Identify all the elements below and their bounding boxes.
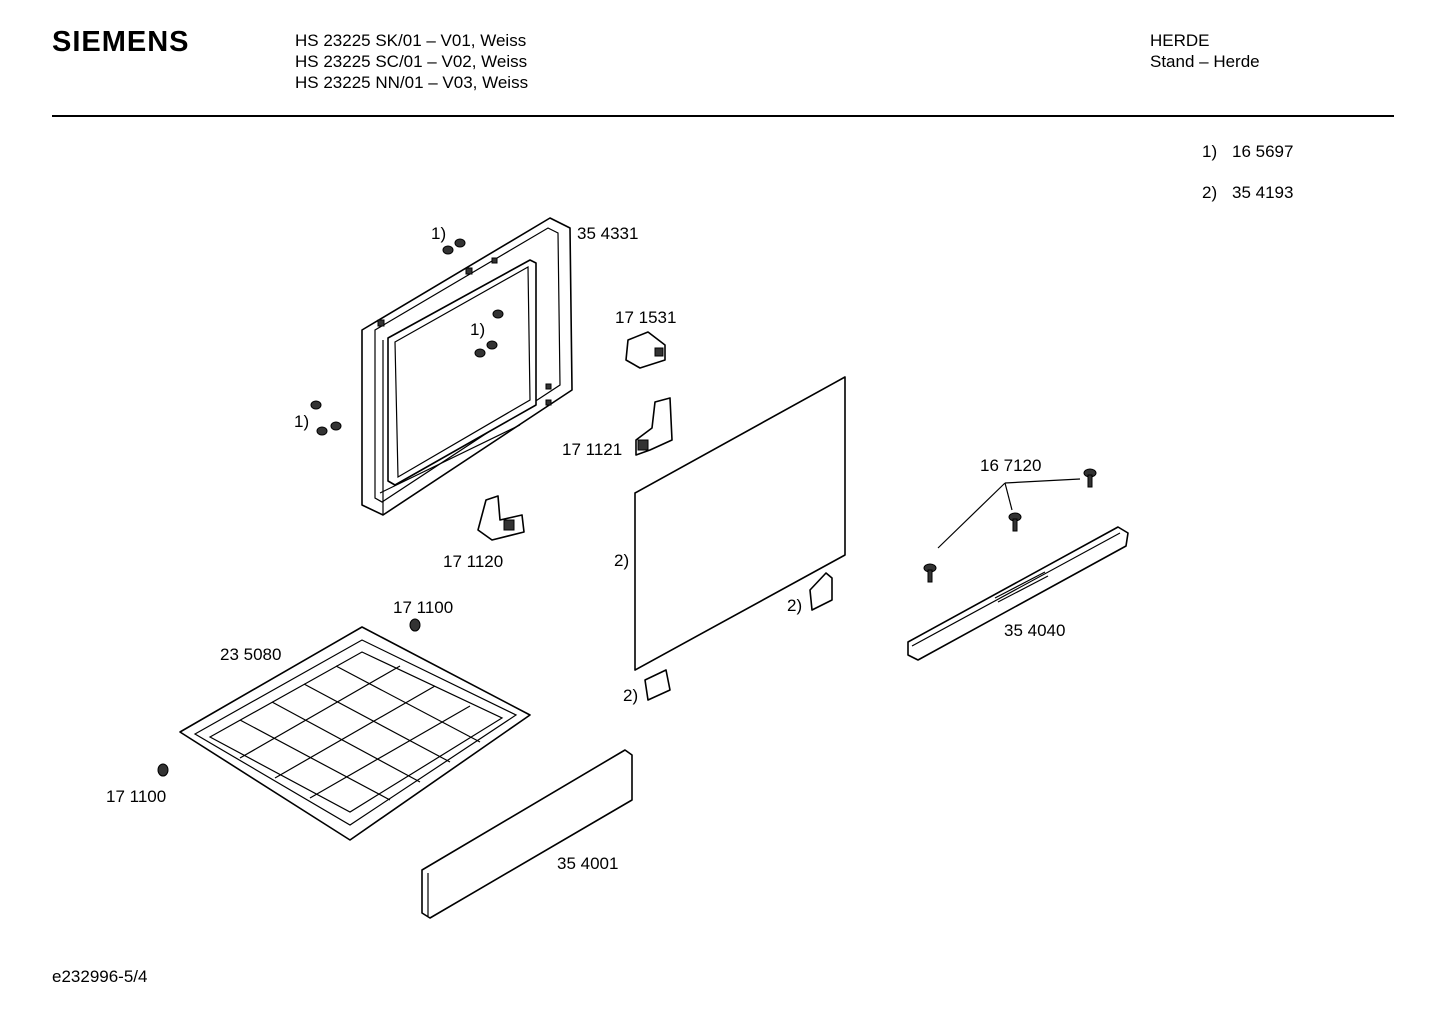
legend-item: 2) 35 4193	[1202, 183, 1293, 203]
handle-screws	[923, 468, 1097, 583]
model-line: HS 23225 SK/01 – V01, Weiss	[295, 31, 527, 50]
screws-left	[310, 400, 342, 436]
label-glass-ref: 2)	[614, 551, 629, 570]
model-line: HS 23225 NN/01 – V03, Weiss	[295, 73, 529, 92]
label-screws-left-ref: 1)	[294, 412, 309, 431]
handle-part	[907, 526, 1129, 661]
label-clip-right-ref: 2)	[787, 596, 802, 615]
tray-part	[179, 626, 531, 841]
label-handle: 35 4040	[1004, 621, 1065, 640]
legend-ref: 2)	[1202, 183, 1218, 202]
door-frame-part	[361, 217, 573, 516]
legend-ref: 1)	[1202, 142, 1218, 161]
model-line: HS 23225 SC/01 – V02, Weiss	[295, 52, 528, 71]
label-screws-inner-ref: 1)	[470, 320, 485, 339]
label-foot-top: 17 1100	[393, 598, 453, 617]
category-subtitle: Stand – Herde	[1150, 52, 1260, 71]
label-screws-top-ref: 1)	[431, 224, 446, 243]
hinge-part	[635, 397, 673, 456]
legend-part: 35 4193	[1232, 183, 1294, 202]
header-divider	[52, 115, 1394, 117]
model-list: HS 23225 SK/01 – V01, Weiss HS 23225 SC/…	[295, 30, 528, 93]
category-block: HERDE Stand – Herde	[1150, 30, 1260, 72]
glass-clip	[809, 572, 833, 611]
glass-clip	[644, 669, 671, 701]
tray-foot	[409, 618, 421, 632]
document-id: e232996-5/4	[52, 967, 148, 986]
label-door-frame: 35 4331	[577, 224, 638, 243]
label-hinge-bottom: 17 1120	[443, 552, 503, 571]
legend-part: 16 5697	[1232, 142, 1294, 161]
tray-grid	[239, 665, 481, 801]
front-panel-part	[421, 749, 633, 919]
label-clip-bottom-ref: 2)	[623, 686, 638, 705]
label-panel: 35 4001	[557, 854, 618, 873]
hinge-part	[625, 331, 666, 369]
brand-logo: SIEMENS	[52, 26, 190, 58]
label-hinge-mid: 17 1121	[562, 440, 622, 459]
glass-panel-part	[634, 376, 846, 671]
tray-foot	[157, 763, 169, 777]
label-tray: 23 5080	[220, 645, 281, 664]
label-handle-screws: 16 7120	[980, 456, 1041, 475]
hinge-part	[477, 495, 525, 541]
legend-item: 1) 16 5697	[1202, 142, 1293, 162]
label-foot-left: 17 1100	[106, 787, 166, 806]
label-hinge-top: 17 1531	[615, 308, 676, 327]
screws-inner	[474, 309, 504, 358]
category-title: HERDE	[1150, 31, 1210, 50]
screws-top	[442, 238, 466, 255]
